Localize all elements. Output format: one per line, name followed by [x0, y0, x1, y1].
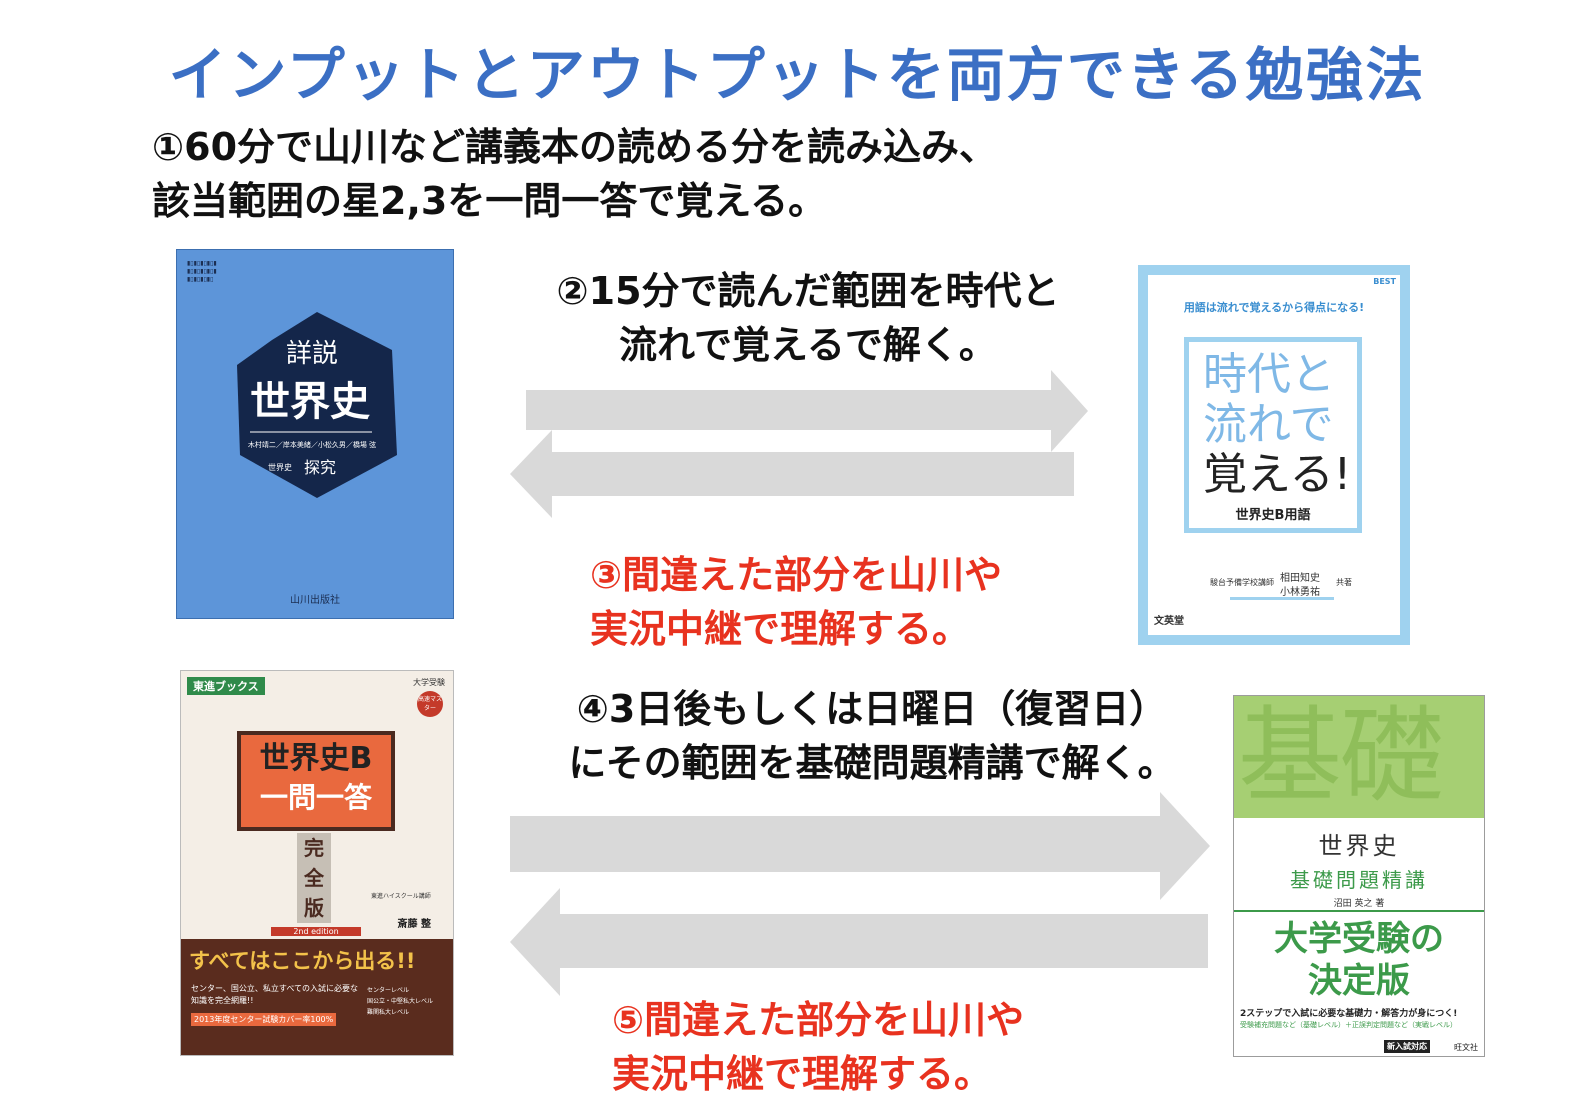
book2-series: BEST: [1373, 277, 1396, 286]
book3-author: 斎藤 整: [397, 919, 431, 930]
book4-author: 沼田 英之 著: [1333, 899, 1385, 909]
book2-author-role: 駿台予備学校講師: [1210, 578, 1274, 587]
book3-exam: 大学受験: [413, 678, 445, 687]
book3-banner: すべてはここから出る!!: [189, 949, 416, 973]
book4-top-panel: 基礎: [1234, 696, 1484, 818]
book2-title-line-2: 流れで: [1203, 399, 1334, 450]
page-title: インプットとアウトプットを両方できる勉強法: [168, 41, 1426, 109]
book3-complete-edition: 完 全 版: [297, 833, 331, 923]
book1-title-top: 詳説: [286, 339, 338, 369]
book1-subtitle: 探究: [304, 458, 336, 477]
book2-title-line-3: 覚える!: [1203, 449, 1352, 500]
book3-edition: 2nd edition: [271, 927, 361, 936]
book3-bottom-band: すべてはここから出る!! センター、国公立、私立すべての入試に必要な知識を完全網…: [181, 939, 453, 1055]
book3-badge: 高速マスター: [417, 691, 443, 717]
book3-description: センター、国公立、私立すべての入試に必要な知識を完全網羅!!: [191, 984, 359, 1005]
book1-title-main: 世界史: [250, 378, 370, 425]
step-5-line-1: ⑤間違えた部分を山川や: [612, 998, 1025, 1042]
step-3-line-2: 実況中継で理解する。: [590, 607, 971, 651]
book3-levels: センターレベル 国公立・中堅私大レベル 難関私大レベル: [367, 985, 433, 1018]
book2-tagline: 用語は流れで覚えるから得点になる!: [1183, 301, 1365, 314]
step-1-line-2: 該当範囲の星2,3を一問一答で覚える。: [152, 179, 827, 223]
book1-emblem: 詳説 世界史 木村靖二／岸本美緒／小松久男／橋場 弦 世界史 探究: [237, 312, 397, 498]
arrow-left-1: [510, 430, 1075, 518]
book4-headline-line-2: 決定版: [1308, 961, 1410, 1001]
arrow-right-2: [510, 792, 1210, 900]
book3-series: 東進ブックス: [187, 677, 265, 695]
book3-complete-2: 全: [304, 866, 324, 890]
book-cover-shosetsu-sekaishi: ▮▯▮▯▮▯▮▯▮▮▯▮▯▮▯▮▯▮▮▯▮▯▮▯▮▯ 詳説 世界史 木村靖二／岸…: [176, 249, 454, 619]
book1-publisher: 山川出版社: [290, 595, 340, 606]
book4-badge: 新入試対応: [1384, 1040, 1430, 1053]
step-2-line-2: 流れで覚えるで解く。: [619, 323, 997, 367]
book4-divider: [1234, 910, 1484, 912]
book-cover-kiso-mondai-seiko: 基礎 世界史 基礎問題精講 沼田 英之 著 大学受験の 決定版 2ステップで入試…: [1233, 695, 1485, 1057]
book2-divider: [1230, 597, 1334, 600]
step-5-line-2: 実況中継で理解する。: [612, 1052, 993, 1096]
book2-author-2: 小林勇祐: [1280, 587, 1320, 598]
book3-level-1: センターレベル: [367, 987, 410, 994]
book2-subject: 世界史B用語: [1235, 508, 1311, 523]
book3-title-line-1: 世界史B: [259, 741, 373, 776]
book4-description: 2ステップで入試に必要な基礎力・解答力が身につく!: [1240, 1009, 1458, 1019]
book3-title-box: 世界史B 一問一答: [237, 731, 395, 831]
book1-authors: 木村靖二／岸本美緒／小松久男／橋場 弦: [248, 440, 376, 449]
step-5: ⑤間違えた部分を山川や 実況中継で理解する。: [612, 993, 1132, 1101]
book2-author-1: 相田知史: [1280, 573, 1320, 584]
book3-level-2: 国公立・中堅私大レベル: [367, 998, 434, 1005]
step-1-line-1: ①60分で山川など講義本の読める分を読み込み、: [152, 125, 998, 169]
book1-subtitle-small: 世界史: [268, 462, 292, 472]
book2-authors: 駿台予備学校講師 相田知史 小林勇祐 共著: [1210, 565, 1400, 605]
book4-headline: 大学受験の 決定版: [1234, 918, 1484, 1002]
book-cover-jidai-to-nagare: BEST 用語は流れで覚えるから得点になる! 時代と 流れで 覚える! 世界史B…: [1138, 265, 1410, 645]
step-1: ①60分で山川など講義本の読める分を読み込み、 該当範囲の星2,3を一問一答で覚…: [152, 120, 1152, 228]
book4-publisher: 旺文社: [1454, 1043, 1478, 1052]
arrow-right-1: [526, 370, 1088, 452]
step-2: ②15分で読んだ範囲を時代と 流れで覚えるで解く。: [528, 264, 1088, 372]
step-3-line-1: ③間違えた部分を山川や: [590, 553, 1003, 597]
book3-complete-3: 版: [304, 896, 324, 920]
step-4-line-2: にその範囲を基礎問題精講で解く。: [568, 741, 1176, 785]
book4-subject: 世界史: [1318, 832, 1400, 860]
book4-headline-line-1: 大学受験の: [1274, 919, 1444, 959]
book4-sub-description: 受験補充問題など（基礎レベル）＋正誤判定問題など（実戦レベル）: [1240, 1021, 1457, 1029]
book3-level-3: 難関私大レベル: [367, 1009, 410, 1016]
book3-author-role: 東進ハイスクール講師: [371, 893, 431, 900]
book2-publisher: 文英堂: [1154, 616, 1184, 627]
book2-title-box: 時代と 流れで 覚える! 世界史B用語: [1184, 337, 1362, 533]
book1-small-print: ▮▯▮▯▮▯▮▯▮▮▯▮▯▮▯▮▯▮▮▯▮▯▮▯▮▯: [187, 260, 217, 283]
book-cover-ichimon-itto: 東進ブックス 大学受験 高速マスター 世界史B 一問一答 完 全 版 2nd e…: [180, 670, 454, 1056]
arrow-left-2: [510, 888, 1210, 996]
book3-complete-1: 完: [304, 836, 324, 860]
book3-coverage: 2013年度センター試験カバー率100%: [191, 1013, 337, 1026]
book4-kanji: 基礎: [1238, 696, 1444, 817]
step-3: ③間違えた部分を山川や 実況中継で理解する。: [590, 548, 1110, 656]
book4-title: 基礎問題精講: [1290, 868, 1428, 892]
book2-author-suffix: 共著: [1336, 578, 1352, 587]
book3-title-line-2: 一問一答: [259, 781, 372, 814]
step-4-line-1: ④3日後もしくは日曜日（復習日）: [576, 687, 1168, 731]
book2-title-line-1: 時代と: [1203, 349, 1335, 400]
step-4: ④3日後もしくは日曜日（復習日） にその範囲を基礎問題精講で解く。: [532, 682, 1212, 790]
step-2-line-1: ②15分で読んだ範囲を時代と: [556, 269, 1060, 313]
